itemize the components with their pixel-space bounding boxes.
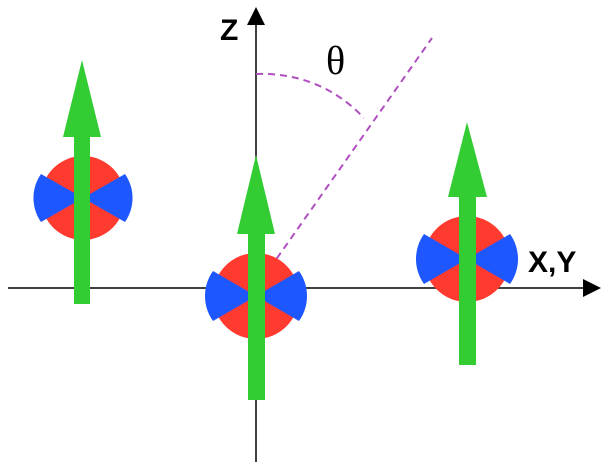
xy-axis-label: X,Y xyxy=(528,246,576,279)
spin-right xyxy=(415,122,519,365)
spin-center-moment-arrow-icon xyxy=(237,155,275,400)
spin-center xyxy=(204,155,308,400)
tilt-direction-line xyxy=(255,37,433,289)
angle-arc xyxy=(255,72,365,119)
spin-left-sphere xyxy=(33,156,133,240)
angle-theta-label: θ xyxy=(326,38,345,83)
spin-left-moment-arrow-icon xyxy=(63,60,101,304)
spin-right-moment-arrow-icon xyxy=(448,122,487,365)
z-axis-label: Z xyxy=(220,14,238,47)
spin-left xyxy=(33,60,133,304)
